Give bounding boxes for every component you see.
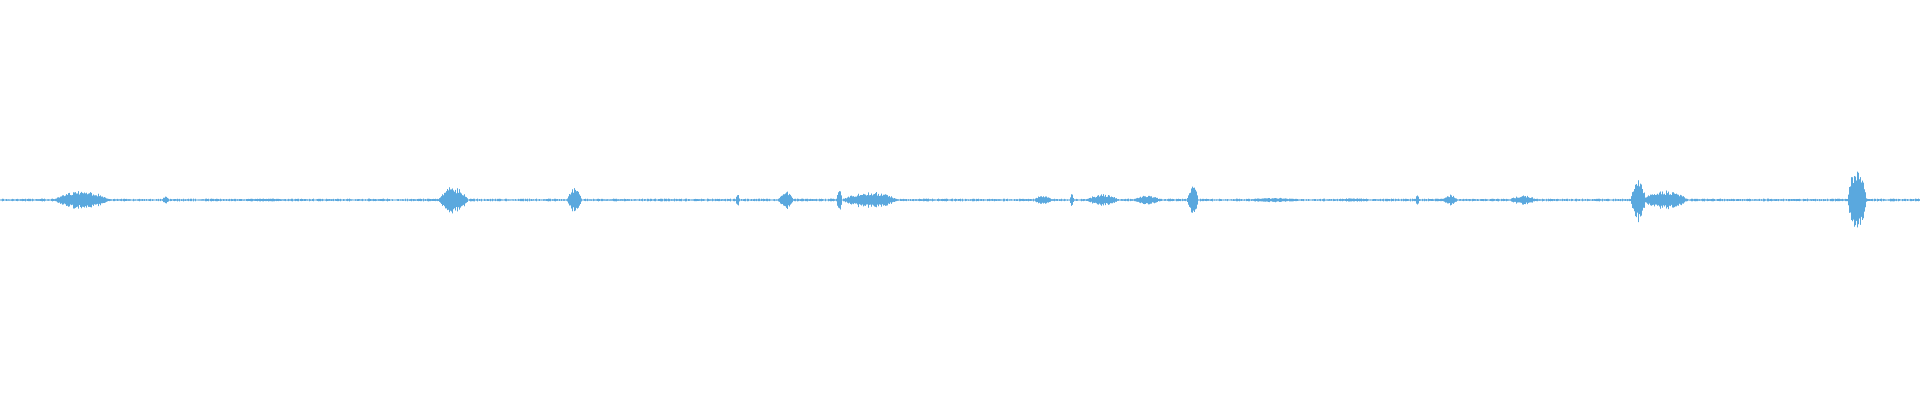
waveform-samples	[0, 171, 1920, 228]
waveform-trace	[0, 171, 1920, 228]
